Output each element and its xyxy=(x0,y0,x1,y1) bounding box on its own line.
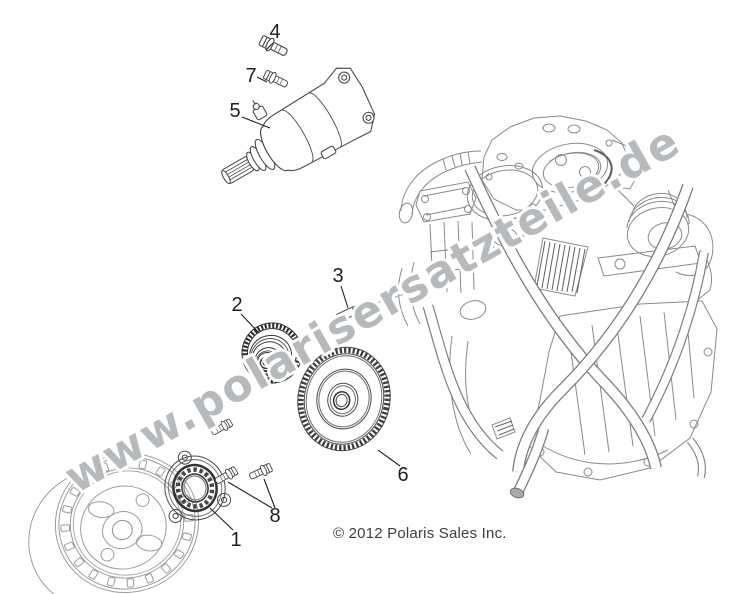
leader-lines xyxy=(209,42,401,531)
leader-line-5 xyxy=(241,116,271,129)
starter-bracket xyxy=(323,67,376,140)
one-way-clutch-drawing xyxy=(241,322,303,384)
engine-bore xyxy=(466,165,544,221)
leader-line-3 xyxy=(340,285,349,309)
engine-gasket-plate xyxy=(481,115,629,211)
copyright-text: © 2012 Polaris Sales Inc. xyxy=(333,525,507,542)
callout-8: 8 xyxy=(269,505,281,527)
starter-terminal xyxy=(252,100,268,121)
callout-5: 5 xyxy=(229,100,241,122)
starter-motor-drawing xyxy=(221,67,376,185)
starter-shaft-splines xyxy=(221,156,255,185)
callout-7: 7 xyxy=(245,65,257,87)
leader-line-8b xyxy=(263,478,276,509)
bolt-8b-drawing xyxy=(247,461,274,483)
leader-line-2 xyxy=(240,313,260,334)
engine-cylinder-opening xyxy=(531,142,613,194)
flywheel-rotor-drawing xyxy=(28,452,200,594)
bolt-8a-drawing xyxy=(212,464,240,487)
bolt-7-drawing xyxy=(261,68,291,91)
callout-3: 3 xyxy=(332,265,344,287)
callout-2: 2 xyxy=(231,294,243,316)
engine-mount-bracket xyxy=(415,181,477,294)
leader-line-7 xyxy=(256,76,268,83)
leader-line-8a xyxy=(227,481,273,509)
watermark-text: www.polarisersatzteile.de xyxy=(56,115,689,503)
engine-frame-tubes xyxy=(422,165,709,499)
engine-hose xyxy=(398,150,483,224)
leader-line-1 xyxy=(209,507,234,531)
callout-1: 1 xyxy=(230,529,242,551)
callout-6: 6 xyxy=(397,464,409,486)
callout-4: 4 xyxy=(269,21,281,43)
engine-block-drawing xyxy=(398,115,718,499)
dowel-pin-drawing xyxy=(335,305,359,323)
leader-line-6 xyxy=(377,449,401,467)
leader-line-4 xyxy=(265,42,274,51)
pin-axis-line xyxy=(354,290,415,311)
starter-mount-tab xyxy=(320,145,337,160)
